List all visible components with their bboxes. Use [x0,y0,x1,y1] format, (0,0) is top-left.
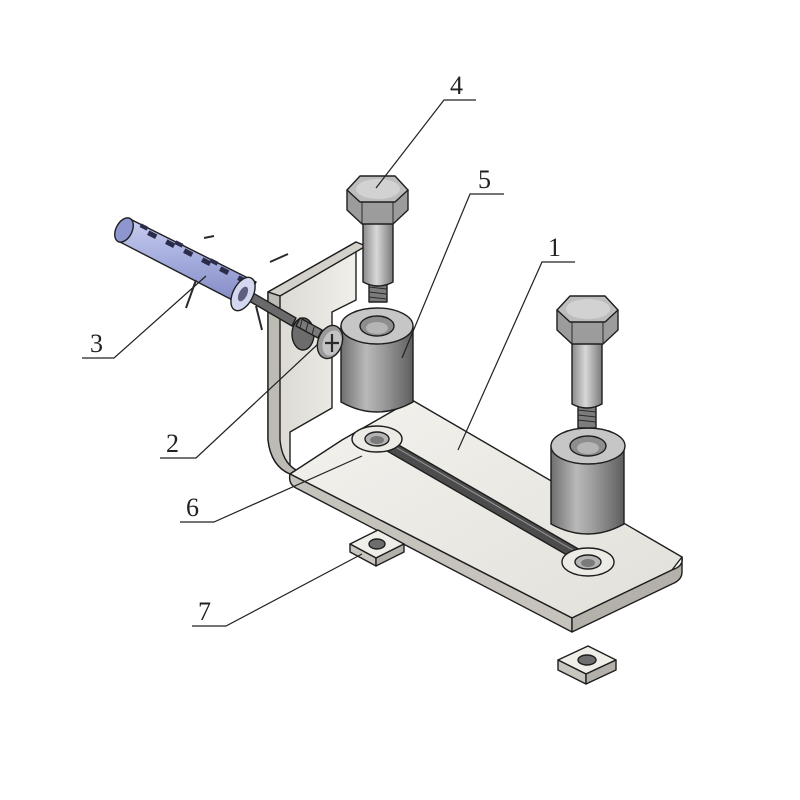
expansion-anchor [114,217,297,331]
anchor-slots [139,223,248,284]
callout-6-number: 6 [186,493,199,522]
square-nut-front [557,645,617,685]
callout-2-number: 2 [166,429,179,458]
callout-1: 1 [457,233,575,451]
bracket-base-right-edge [571,556,683,633]
callout-4: 4 [375,71,476,189]
cross-recess-icon [325,334,339,352]
anchor-fin [203,235,215,239]
washer-back [351,425,403,453]
washer-front [561,547,615,577]
anchor-fin [269,253,289,263]
hex-bolt-front [556,295,619,429]
callout-4-number: 4 [450,71,463,100]
callout-2: 2 [160,343,319,459]
hex-bolt-back [346,175,409,303]
spacer-sleeve-front [550,427,626,535]
slot-inner-edge [384,440,591,561]
anchor-fin [255,305,263,331]
anchor-fin [185,279,197,309]
phillips-screw [295,317,344,360]
callout-6: 6 [180,455,363,523]
spacer-sleeve-back [340,307,414,413]
callout-5: 5 [401,165,504,359]
callout-5-number: 5 [478,165,491,194]
bracket-base-front [288,473,573,633]
callout-1-number: 1 [548,233,561,262]
callout-3-number: 3 [90,329,103,358]
callout-3: 3 [82,275,207,359]
square-nut-back [349,529,405,567]
callout-7: 7 [192,553,363,627]
callout-7-number: 7 [198,597,211,626]
